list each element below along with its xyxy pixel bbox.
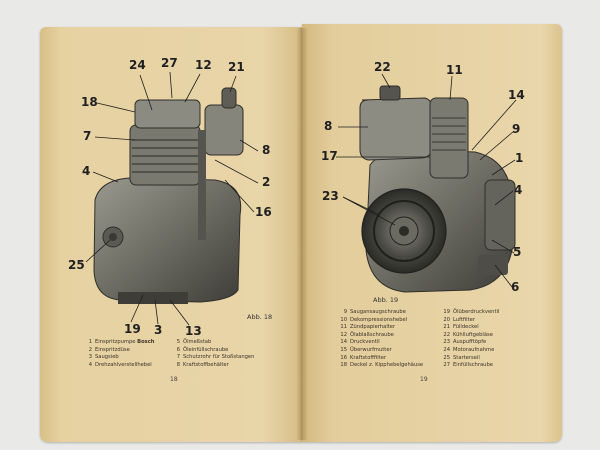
callout-12: 12: [195, 58, 212, 72]
callout-11: 11: [446, 63, 463, 77]
callout-8r: 8: [324, 119, 333, 133]
callout-16: 16: [255, 205, 272, 219]
callout-3: 3: [154, 323, 163, 337]
callout-18: 18: [81, 95, 98, 109]
callout-27: 27: [161, 56, 178, 70]
callout-19: 19: [124, 322, 141, 336]
figure-caption-right: Abb. 19: [373, 296, 399, 304]
callout-6: 6: [511, 280, 520, 294]
book-gutter: [296, 28, 308, 440]
callout-8: 8: [262, 143, 271, 157]
callout-1: 1: [515, 151, 524, 165]
callout-4: 4: [82, 164, 91, 178]
callout-25: 25: [68, 258, 85, 272]
engine-left-figure: [93, 87, 244, 304]
page-number-left: 18: [170, 376, 178, 383]
callout-2: 2: [262, 175, 271, 189]
engine-right-figure: [359, 85, 516, 293]
callout-13: 13: [185, 324, 202, 338]
right-leader-lines: [336, 73, 517, 288]
callout-17: 17: [321, 149, 338, 163]
callout-4r: 4: [514, 183, 523, 197]
callout-23: 23: [322, 189, 339, 203]
callout-14: 14: [508, 88, 525, 102]
figure-caption-left: Abb. 18: [247, 313, 273, 321]
left-leader-lines: [85, 71, 259, 326]
page-number-right: 19: [420, 376, 428, 383]
callout-21: 21: [228, 60, 245, 74]
callout-22: 22: [374, 60, 391, 74]
callout-7: 7: [83, 129, 92, 143]
callout-9: 9: [512, 122, 521, 136]
callout-5: 5: [513, 245, 522, 259]
callout-24: 24: [129, 58, 146, 72]
